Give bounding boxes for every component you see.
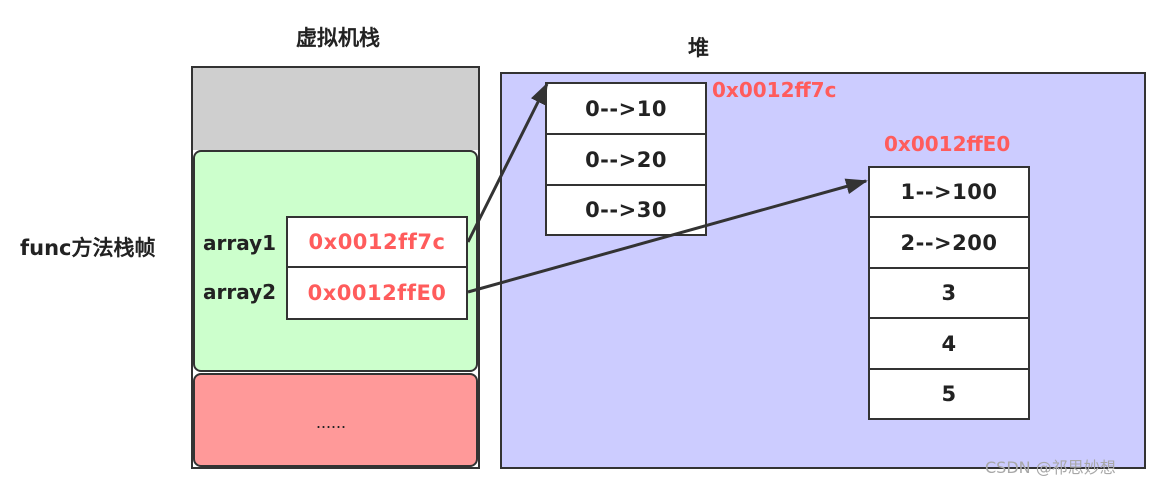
array-b-cell-text: 1-->100 <box>900 180 998 204</box>
array-a-cell-text: 0-->10 <box>585 96 667 121</box>
array-a-cell-text: 0-->30 <box>585 198 667 222</box>
array-a-cell: 0-->20 <box>545 133 707 186</box>
array-b-cell-text: 3 <box>941 281 957 305</box>
array-b-cell-text: 2-->200 <box>900 230 998 255</box>
var-name-array2: array2 <box>203 280 277 304</box>
array-b-cell: 3 <box>868 267 1030 319</box>
array-b-cell-text: 5 <box>941 382 957 406</box>
array-b-address: 0x0012ffE0 <box>884 132 1011 156</box>
watermark: CSDN @祁思妙想 <box>985 458 1116 477</box>
stack-bottom-region <box>193 373 478 467</box>
var-value-array1-text: 0x0012ff7c <box>308 230 446 254</box>
array-a-address: 0x0012ff7c <box>712 78 837 102</box>
var-name-array1: array1 <box>203 231 277 255</box>
stack-ellipsis: ...... <box>316 412 347 432</box>
array-b-cell: 1-->100 <box>868 166 1030 218</box>
array-a-cell-text: 0-->20 <box>585 147 667 172</box>
stack-title: 虚拟机栈 <box>296 26 380 50</box>
frame-label: func方法栈帧 <box>20 236 156 260</box>
var-value-array2-text: 0x0012ffE0 <box>307 281 447 305</box>
array-a-cell: 0-->10 <box>545 82 707 135</box>
var-value-array2: 0x0012ffE0 <box>286 266 468 320</box>
stack-top-region <box>193 68 478 150</box>
heap-title: 堆 <box>688 36 709 60</box>
array-b-cell-text: 4 <box>941 331 957 356</box>
arrow-array2-to-heap <box>467 178 868 294</box>
arrow-array1-to-heap <box>466 82 549 243</box>
array-b-cell: 5 <box>868 368 1030 420</box>
array-b-cell: 2-->200 <box>868 216 1030 269</box>
array-a-cell: 0-->30 <box>545 184 707 236</box>
var-value-array1: 0x0012ff7c <box>286 216 468 268</box>
